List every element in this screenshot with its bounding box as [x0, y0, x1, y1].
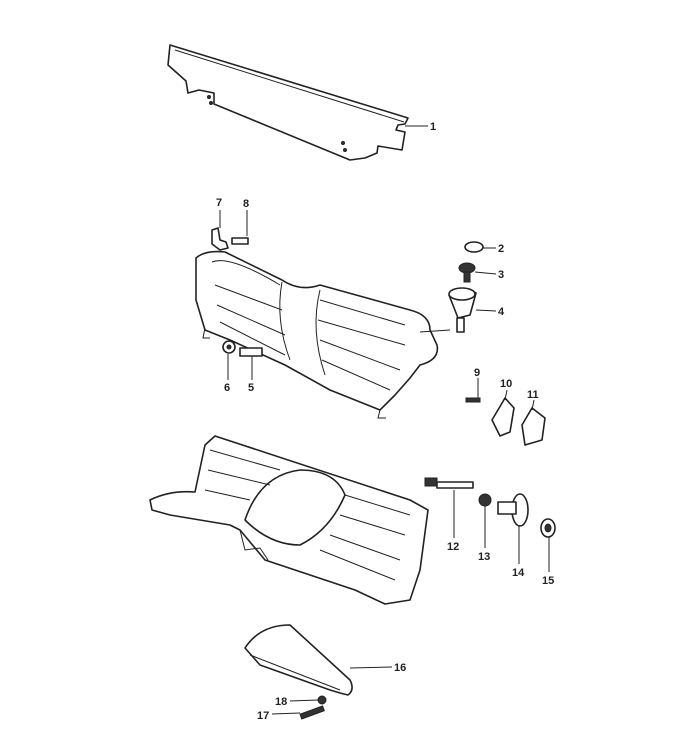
- leader-lines: [219, 125, 550, 715]
- callout-17: 17: [257, 710, 269, 722]
- callout-3: 3: [498, 269, 504, 281]
- callout-5: 5: [248, 382, 254, 394]
- callout-1: 1: [430, 121, 436, 133]
- callout-18: 18: [275, 696, 287, 708]
- callout-7: 7: [216, 197, 222, 209]
- rear-seat-backrest: [195, 250, 451, 419]
- callout-labels: 1 2 3 4 5 6 7 8 9 10 11 12 13 14 15 16 1…: [216, 121, 554, 722]
- callout-9: 9: [474, 367, 480, 379]
- callout-8: 8: [243, 198, 249, 210]
- part-16-cover: [244, 624, 353, 696]
- small-parts: [211, 227, 556, 720]
- callout-12: 12: [447, 541, 459, 553]
- callout-13: 13: [478, 551, 490, 563]
- rear-seat-cushion: [149, 435, 429, 605]
- callout-15: 15: [542, 575, 554, 587]
- callout-16: 16: [394, 662, 406, 674]
- callout-11: 11: [527, 389, 539, 401]
- callout-4: 4: [498, 306, 505, 318]
- callout-14: 14: [512, 567, 525, 579]
- callout-10: 10: [500, 378, 512, 390]
- part-1-panel: [167, 44, 409, 161]
- callout-6: 6: [224, 382, 230, 394]
- callout-2: 2: [498, 243, 504, 255]
